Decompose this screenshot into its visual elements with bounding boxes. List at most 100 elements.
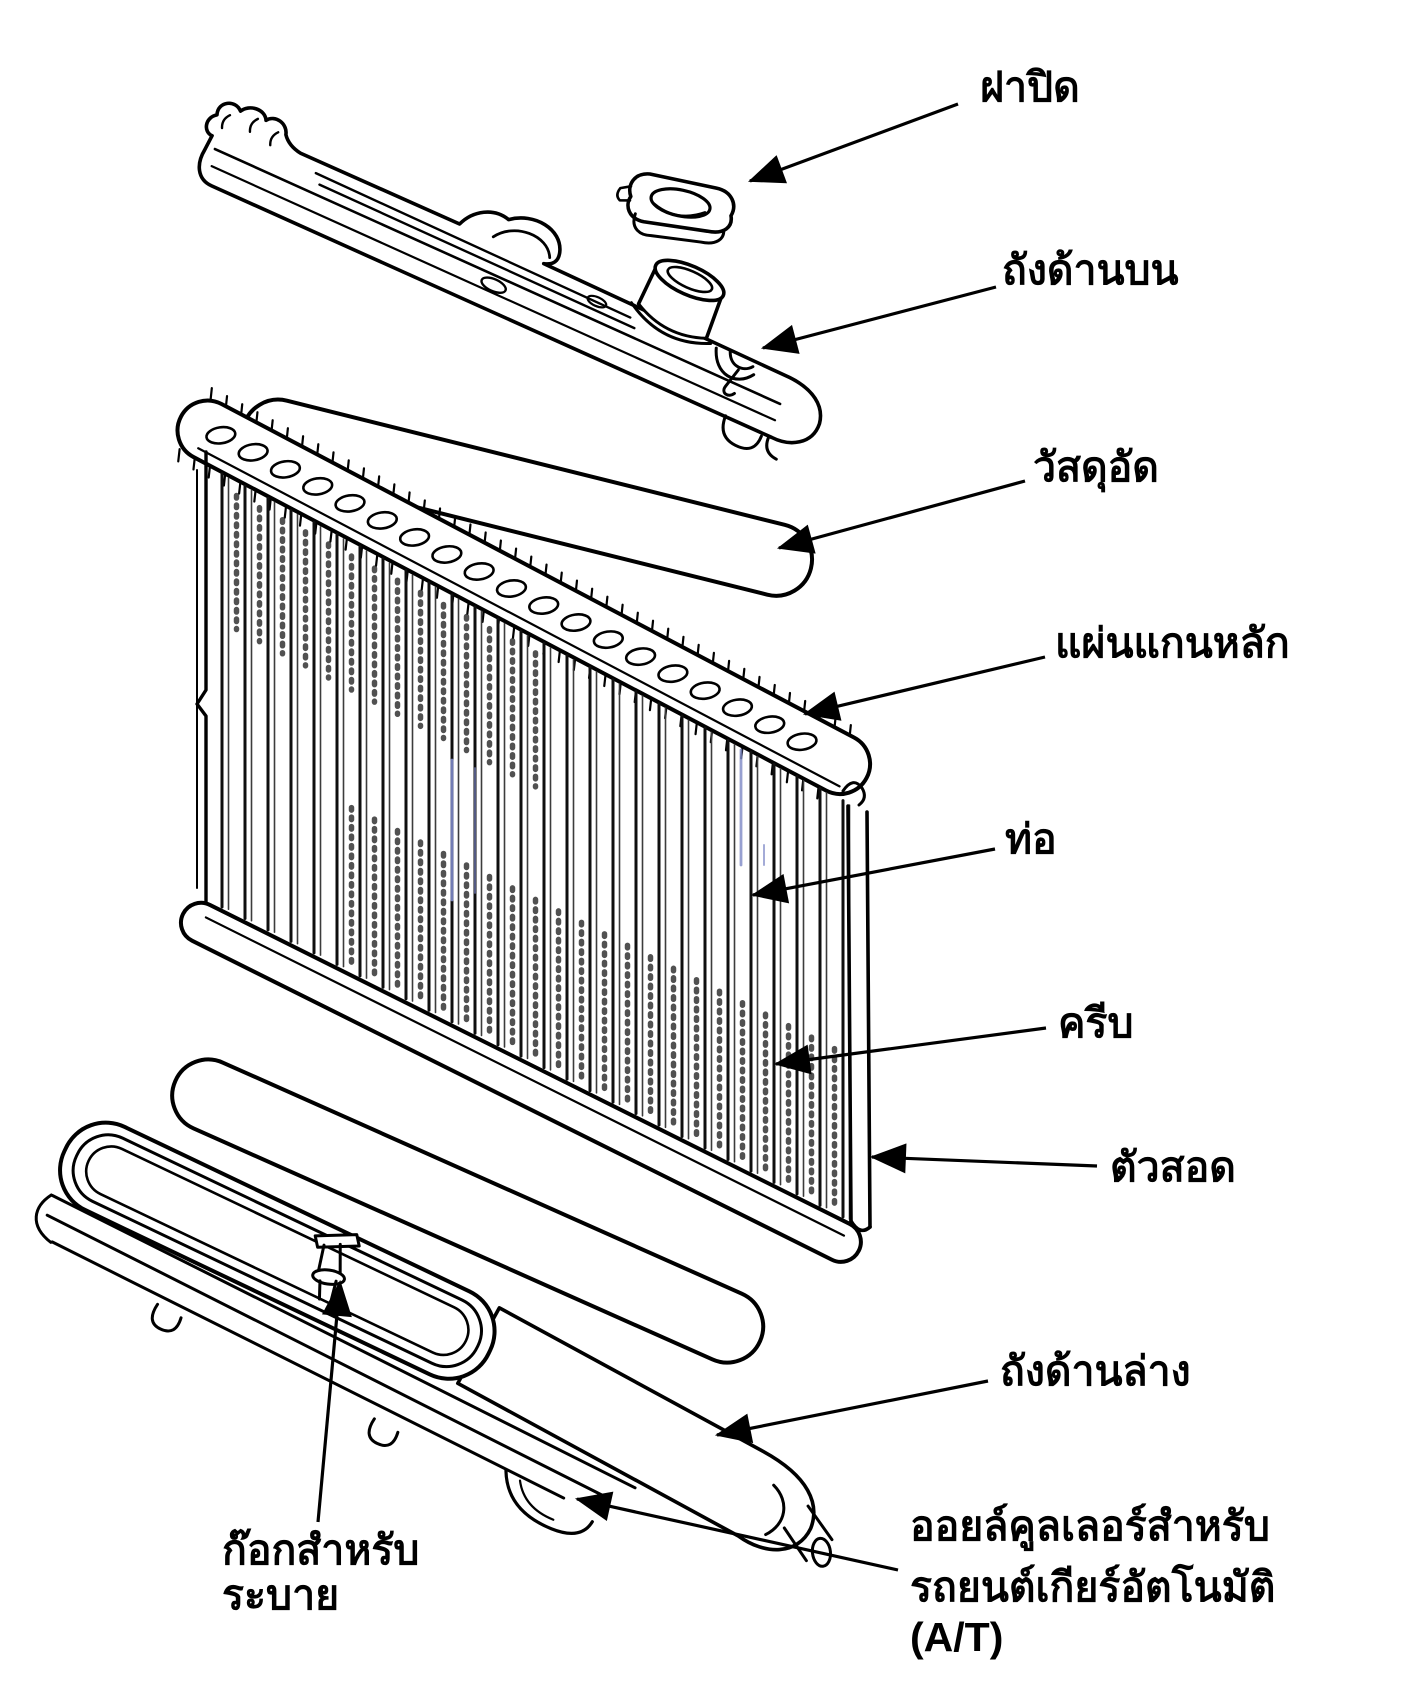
label-insert: ตัวสอด <box>1110 1144 1236 1190</box>
serration-tick <box>207 464 212 479</box>
core-plate-slot <box>269 459 302 479</box>
label-packing: วัสดุอัด <box>1033 444 1159 493</box>
core-plate-slot <box>560 613 592 633</box>
lower-tank-arrow <box>714 1379 989 1444</box>
core-plate-slot <box>431 544 463 564</box>
serration-tick <box>422 499 426 513</box>
core-plate-slot <box>205 425 237 445</box>
core-plate-slot <box>398 527 431 547</box>
serration-tick <box>270 419 274 433</box>
serration-tick <box>361 467 366 481</box>
serration-tick <box>329 528 333 543</box>
serration-tick <box>559 571 563 585</box>
serration-tick <box>726 659 731 673</box>
label-oil-cooler-line2: รถยนต์เกียร์อัตโนมัติ <box>910 1563 1275 1610</box>
label-core-plate: แผ่นแกนหลัก <box>1055 620 1290 666</box>
serration-tick <box>787 691 792 705</box>
core-plate-slot <box>592 630 625 650</box>
core-plate-arrow <box>802 655 1046 721</box>
serration-tick <box>650 619 655 633</box>
serration-tick <box>238 480 242 495</box>
core-plate-bottom-drawing <box>178 900 863 1264</box>
core-plate-slot <box>754 715 786 735</box>
serration-tick <box>848 723 852 737</box>
serration-tick <box>696 643 700 657</box>
drain-cock-arrow <box>316 1279 352 1523</box>
serration-tick <box>511 624 516 640</box>
core-plate-slot <box>334 493 366 513</box>
serration-tick <box>255 411 259 425</box>
upper-tank-arrow <box>760 285 997 354</box>
serration-tick <box>177 448 181 463</box>
serration-tick <box>376 475 381 489</box>
cap-arrow <box>748 102 959 184</box>
serration-tick <box>681 635 685 649</box>
serration-tick <box>694 720 699 736</box>
serration-tick <box>498 539 502 553</box>
serration-tick <box>346 459 350 473</box>
serration-tick <box>468 523 472 537</box>
serration-tick <box>268 496 273 511</box>
core-plate-slot <box>237 442 269 462</box>
serration-tick <box>192 456 196 471</box>
serration-tick <box>392 483 396 497</box>
serration-tick <box>785 768 790 784</box>
serration-tick <box>283 504 288 519</box>
serration-tick <box>666 627 670 641</box>
serration-tick <box>285 427 289 441</box>
serration-tick <box>605 595 609 609</box>
lower-tank-drawing <box>34 1120 834 1568</box>
label-drain-cock-line1: ก๊อกสำหรับ <box>222 1527 419 1573</box>
serration-tick <box>513 547 518 561</box>
serration-tick <box>466 600 470 615</box>
serration-tick <box>390 560 394 575</box>
radiator-cap-drawing <box>616 172 736 245</box>
oil-cooler-arrow <box>574 1491 899 1572</box>
serration-tick <box>209 387 213 400</box>
core-plate-slot <box>657 664 689 684</box>
insert-drawing <box>841 781 872 1233</box>
upper-tank-drawing <box>197 101 823 461</box>
serration-tick <box>420 576 425 591</box>
label-fin: ครีบ <box>1058 1000 1133 1046</box>
label-cap: ฝาปิด <box>980 64 1080 110</box>
serration-tick <box>481 608 486 623</box>
serration-tick <box>483 531 487 545</box>
label-tube: ท่อ <box>1005 816 1057 862</box>
label-oil-cooler-line3: (A/T) <box>910 1614 1003 1660</box>
serration-tick <box>300 435 305 449</box>
serration-tick <box>557 648 562 664</box>
serration-tick <box>648 696 653 712</box>
core-plate-slot <box>624 647 657 667</box>
radiator-core-drawing <box>220 472 851 1220</box>
core-plate-slot <box>366 510 398 530</box>
core-plate-slot <box>689 681 721 701</box>
core-plate-slot <box>721 698 754 718</box>
labels: ฝาปิด ถังด้านบน วัสดุอัด แผ่นแกนหลัก ท่อ… <box>222 64 1290 1660</box>
fin-arrow <box>773 1026 1047 1075</box>
serration-tick <box>603 672 607 688</box>
core-left-edge <box>195 450 208 905</box>
serration-tick <box>574 579 579 593</box>
serration-tick <box>816 784 820 800</box>
packing-strip-lower <box>170 1057 766 1365</box>
core-plate-slot <box>495 579 528 598</box>
serration-tick <box>544 563 548 577</box>
serration-tick <box>437 507 442 521</box>
core-plate-slot <box>786 732 818 752</box>
serration-tick <box>757 675 761 689</box>
core-plate-slot <box>528 596 560 616</box>
label-upper-tank: ถังด้านบน <box>1002 247 1179 293</box>
serration-tick <box>453 515 457 529</box>
label-lower-tank: ถังด้านล่าง <box>1000 1348 1191 1394</box>
serration-tick <box>407 491 411 505</box>
core-plate-drawing <box>175 387 873 800</box>
tube-arrow <box>750 847 996 904</box>
serration-tick <box>589 587 594 601</box>
serration-tick <box>620 603 624 617</box>
core-plate-slot <box>302 476 334 496</box>
serration-tick <box>635 611 639 625</box>
serration-tick <box>224 395 229 408</box>
